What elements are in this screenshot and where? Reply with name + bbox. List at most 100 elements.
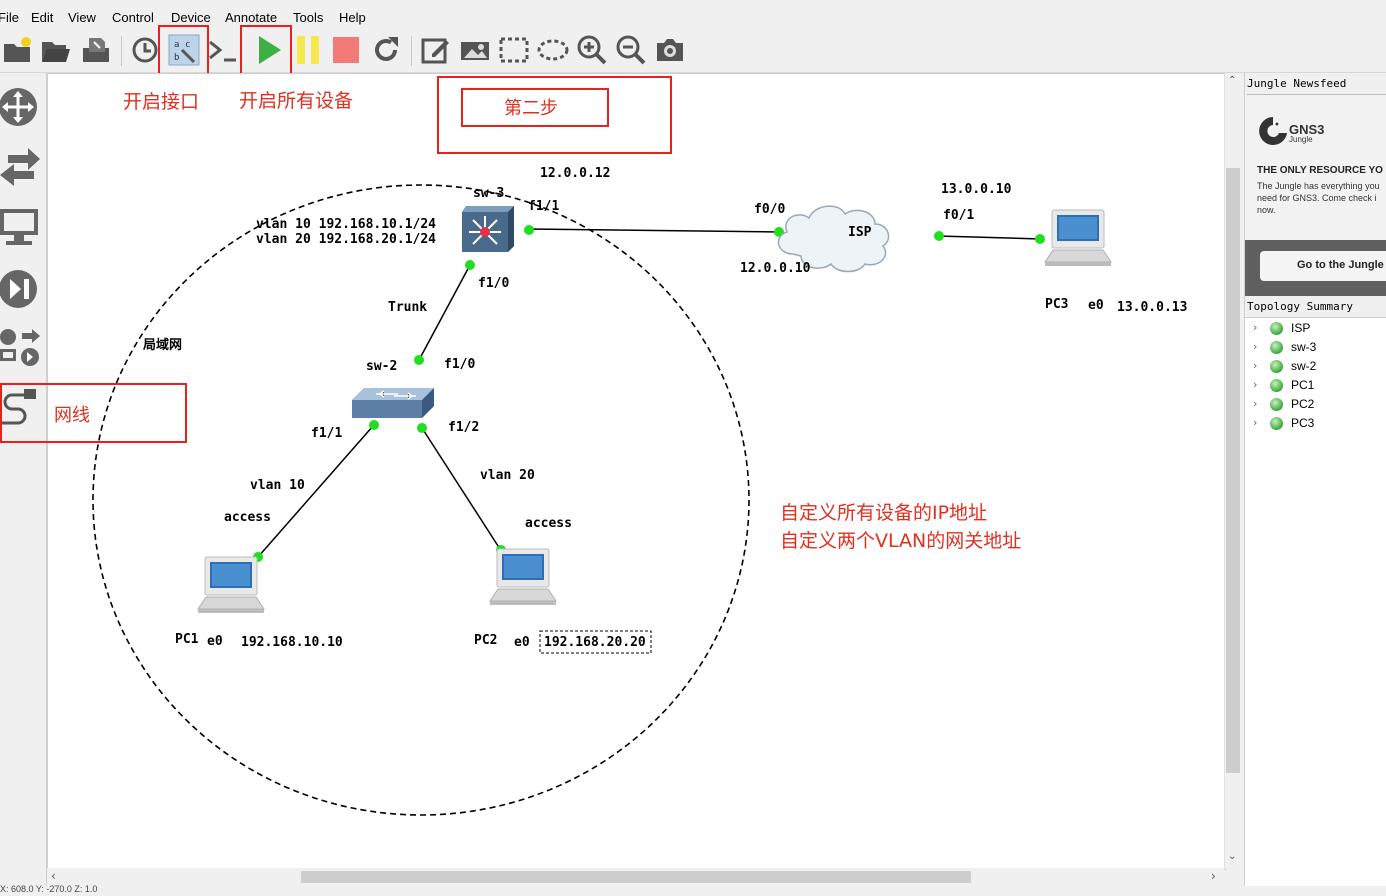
vlan10-label[interactable]: vlan 10: [250, 478, 305, 493]
cable-highlight-box: [0, 383, 187, 443]
stop-all-icon[interactable]: [330, 34, 362, 66]
sw2-label[interactable]: sw-2: [366, 359, 398, 374]
lan-label[interactable]: 局域网: [143, 338, 183, 353]
access1-label[interactable]: access: [224, 510, 271, 525]
port-dot: [414, 355, 424, 365]
svg-text:c: c: [185, 40, 190, 50]
expand-arrow-icon[interactable]: ›: [1253, 397, 1258, 410]
topology-canvas[interactable]: sw-3 vlan 10 192.168.10.1/24 vlan 20 192…: [47, 73, 1226, 870]
security-devices-icon[interactable]: [0, 267, 42, 311]
topology-node-label: sw-3: [1291, 340, 1317, 354]
gns3-logo: GNS3: [1289, 122, 1325, 137]
start-all-icon[interactable]: [253, 34, 285, 66]
topology-node-pc2[interactable]: › PC2: [1245, 395, 1386, 414]
link-isp-pc3: [937, 235, 1042, 240]
svg-text:b: b: [174, 53, 179, 63]
menu-device[interactable]: Device: [171, 10, 211, 25]
add-link-icon[interactable]: [0, 385, 42, 429]
expand-arrow-icon[interactable]: ›: [1253, 340, 1258, 353]
ip-13-0-0-10-label[interactable]: 13.0.0.10: [941, 182, 1012, 197]
pc1-interface-label: e0: [207, 634, 223, 649]
pc2-ip-label[interactable]: 192.168.20.20: [544, 635, 646, 650]
switches-icon[interactable]: [0, 145, 42, 189]
pc3-label[interactable]: PC3: [1045, 297, 1069, 312]
topology-node-pc1[interactable]: › PC1: [1245, 376, 1386, 395]
pc2-label[interactable]: PC2: [474, 633, 498, 648]
routers-icon[interactable]: [0, 85, 42, 129]
insert-picture-icon[interactable]: [459, 34, 491, 66]
ip-13-0-0-13-label[interactable]: 13.0.0.13: [1117, 300, 1188, 315]
horizontal-scroll-thumb[interactable]: [301, 871, 971, 883]
menu-control[interactable]: Control: [112, 10, 154, 25]
port-dot: [1035, 234, 1045, 244]
pc1-ip-label[interactable]: 192.168.10.10: [241, 635, 343, 650]
scroll-down-icon[interactable]: ⌄: [1228, 851, 1237, 862]
highlight-start-box: [240, 25, 292, 76]
scroll-left-icon[interactable]: ‹: [51, 869, 56, 883]
horizontal-scrollbar[interactable]: ‹ ›: [47, 868, 1224, 886]
port-dot: [369, 420, 379, 430]
topology-node-isp[interactable]: › ISP: [1245, 319, 1386, 338]
expand-arrow-icon[interactable]: ›: [1253, 378, 1258, 391]
trunk-label[interactable]: Trunk: [388, 300, 428, 315]
end-devices-icon[interactable]: [0, 205, 42, 249]
newsfeed-body-3: now.: [1257, 205, 1276, 215]
menu-file[interactable]: File: [0, 10, 19, 25]
status-green-icon: [1270, 417, 1283, 430]
ip-12-0-0-10-label[interactable]: 12.0.0.10: [740, 261, 811, 276]
vertical-scrollbar[interactable]: ⌃ ⌄: [1224, 73, 1242, 868]
vlan10-gateway-label[interactable]: vlan 10 192.168.10.1/24: [256, 217, 437, 232]
enable-interfaces-note: 开启接口: [123, 91, 200, 113]
scroll-up-icon[interactable]: ⌃: [1228, 75, 1237, 86]
reload-icon[interactable]: [370, 34, 402, 66]
access2-label[interactable]: access: [525, 516, 572, 531]
menu-annotate[interactable]: Annotate: [225, 10, 278, 25]
add-note-icon[interactable]: [420, 34, 452, 66]
note-line1[interactable]: 自定义所有设备的IP地址: [780, 502, 988, 524]
zoom-out-icon[interactable]: [615, 34, 647, 66]
status-green-icon: [1270, 360, 1283, 373]
scroll-right-icon[interactable]: ›: [1211, 869, 1216, 883]
port-dot: [934, 231, 944, 241]
snapshot-icon[interactable]: [129, 34, 161, 66]
show-interface-labels-icon[interactable]: a c b: [168, 34, 200, 66]
topology-node-label: PC1: [1291, 378, 1315, 392]
suspend-all-icon[interactable]: [292, 34, 324, 66]
vlan20-label[interactable]: vlan 20: [480, 468, 535, 483]
draw-ellipse-icon[interactable]: [537, 34, 569, 66]
expand-arrow-icon[interactable]: ›: [1253, 321, 1258, 334]
go-to-jungle-button[interactable]: Go to the Jungle: [1260, 251, 1386, 281]
vlan20-gateway-label[interactable]: vlan 20 192.168.20.1/24: [256, 232, 437, 247]
topology-node-sw3[interactable]: › sw-3: [1245, 338, 1386, 357]
pc1-label[interactable]: PC1: [175, 632, 199, 647]
menu-help[interactable]: Help: [339, 10, 366, 25]
highlight-interfaces-box: [158, 25, 209, 75]
cursor-coordinates: X: 608.0 Y: -270.0 Z: 1.0: [0, 884, 98, 894]
new-project-icon[interactable]: [2, 34, 34, 66]
expand-arrow-icon[interactable]: ›: [1253, 416, 1258, 429]
isp-label[interactable]: ISP: [848, 225, 872, 240]
jungle-banner: Go to the Jungle: [1245, 240, 1386, 296]
start-all-note: 开启所有设备: [239, 90, 354, 112]
sw3-label[interactable]: sw-3: [473, 186, 505, 201]
menu-tools[interactable]: Tools: [293, 10, 324, 25]
draw-rectangle-icon[interactable]: [498, 34, 530, 66]
open-project-icon[interactable]: [40, 34, 72, 66]
topology-node-pc3[interactable]: › PC3: [1245, 414, 1386, 433]
zoom-in-icon[interactable]: [576, 34, 608, 66]
note-line2[interactable]: 自定义两个VLAN的网关地址: [780, 530, 1022, 552]
ip-12-0-0-12-label[interactable]: 12.0.0.12: [540, 166, 611, 181]
screenshot-icon[interactable]: [654, 34, 686, 66]
pc1-computer-icon: [197, 556, 265, 613]
menu-edit[interactable]: Edit: [31, 10, 54, 25]
all-devices-icon[interactable]: [0, 325, 42, 369]
console-icon[interactable]: [206, 34, 238, 66]
save-project-icon[interactable]: [80, 34, 112, 66]
vertical-scroll-thumb[interactable]: [1226, 168, 1240, 773]
menu-view[interactable]: View: [68, 10, 96, 25]
expand-arrow-icon[interactable]: ›: [1253, 359, 1258, 372]
gns3-chameleon-icon: [1259, 117, 1287, 145]
sw3-f11-label: f1/1: [528, 199, 560, 214]
link-sw3-isp: [527, 228, 781, 233]
topology-node-sw2[interactable]: › sw-2: [1245, 357, 1386, 376]
